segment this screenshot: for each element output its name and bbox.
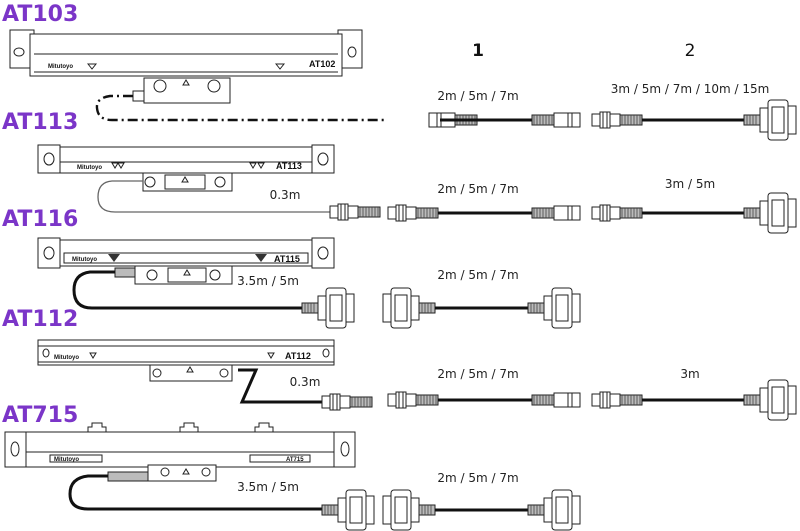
reader-head <box>107 464 217 482</box>
row-at113: AT113 Mitutoyo AT113 0.3m 2m / 5m / 7m 3… <box>2 110 797 234</box>
dsub-connector <box>527 287 581 329</box>
cable-length-label: 0.3m <box>270 188 301 202</box>
cable-length-label: 2m / 5m / 7m <box>437 89 518 103</box>
scale-model-label: AT102 <box>309 59 335 69</box>
dsub-connector <box>301 287 355 329</box>
reader-head <box>114 265 233 285</box>
round-connector <box>321 393 373 411</box>
model-title: AT103 <box>2 2 78 27</box>
cable-length-label: 2m / 5m / 7m <box>437 268 518 282</box>
cable-length-label: 2m / 5m / 7m <box>437 367 518 381</box>
brand-label: Mitutoyo <box>48 64 73 70</box>
cable-length-label: 2m / 5m / 7m <box>437 471 518 485</box>
row-at103: AT103 Mitutoyo AT102 2m / 5m / 7m 3m / 5… <box>2 2 797 141</box>
model-title: AT715 <box>2 403 78 428</box>
row-at715: AT715 Mitutoyo AT715 3.5m / 5m 2m / 5m /… <box>2 403 581 531</box>
cable-short <box>238 368 322 404</box>
cable-thin <box>97 180 333 213</box>
scale-body: Mitutoyo AT112 <box>37 339 335 366</box>
reader-head <box>149 364 233 382</box>
model-title: AT116 <box>2 207 78 232</box>
mounting-bracket <box>87 422 274 433</box>
cable-length-label: 2m / 5m / 7m <box>437 182 518 196</box>
marker-triangle-icon <box>89 352 275 359</box>
dsub-connector <box>382 287 436 329</box>
cable-thick <box>72 270 302 310</box>
scale-body: Mitutoyo AT113 <box>37 144 335 174</box>
model-title: AT112 <box>2 307 78 332</box>
brand-label: Mitutoyo <box>72 257 97 263</box>
scale-model-label: AT112 <box>285 351 311 361</box>
dsub-connector <box>743 379 797 421</box>
reader-head <box>142 172 233 192</box>
round-connector <box>531 205 581 221</box>
round-connector <box>329 203 381 221</box>
round-connector <box>591 204 643 222</box>
round-connector <box>531 112 581 128</box>
round-connector <box>591 391 643 409</box>
scale-model-label: AT113 <box>276 161 302 171</box>
scale-body: Mitutoyo AT102 <box>9 29 363 77</box>
round-connector <box>387 391 439 409</box>
cable-length-label: 3.5m / 5m <box>237 274 299 288</box>
marker-triangle-icon <box>111 162 265 169</box>
brand-label: Mitutoyo <box>54 457 79 463</box>
column-1-header: 1 <box>472 41 484 61</box>
column-2-header: 2 <box>685 41 696 61</box>
dsub-connector <box>382 489 436 531</box>
brand-label: Mitutoyo <box>54 355 79 361</box>
model-title: AT113 <box>2 110 78 135</box>
scale-model-label: AT115 <box>274 254 300 264</box>
cable-thick <box>68 474 325 511</box>
row-at116: AT116 Mitutoyo AT115 3.5m / 5m 2m / 5m /… <box>2 207 581 329</box>
round-connector <box>591 111 643 129</box>
brand-label: Mitutoyo <box>77 165 102 171</box>
cable-dash-dot <box>95 94 385 122</box>
cable-length-label: 3m / 5m / 7m / 10m / 15m <box>611 82 770 96</box>
row-at112: AT112 Mitutoyo AT112 0.3m 2m / 5m / 7m 3… <box>2 307 797 421</box>
round-connector <box>387 204 439 222</box>
round-connector <box>531 392 581 408</box>
cable-length-label: 3.5m / 5m <box>237 480 299 494</box>
dsub-connector <box>743 99 797 141</box>
cable-length-label: 3m <box>680 367 699 381</box>
scale-body: Mitutoyo AT115 <box>37 237 335 269</box>
dsub-connector <box>527 489 581 531</box>
scale-model-label: AT715 <box>286 457 304 463</box>
dsub-connector <box>321 489 375 531</box>
cable-length-label: 0.3m <box>290 375 321 389</box>
cable-length-label: 3m / 5m <box>665 177 715 191</box>
scale-body: Mitutoyo AT715 <box>4 422 356 468</box>
marker-triangle-icon <box>86 63 286 70</box>
reader-head <box>132 77 231 104</box>
dsub-connector <box>743 192 797 234</box>
